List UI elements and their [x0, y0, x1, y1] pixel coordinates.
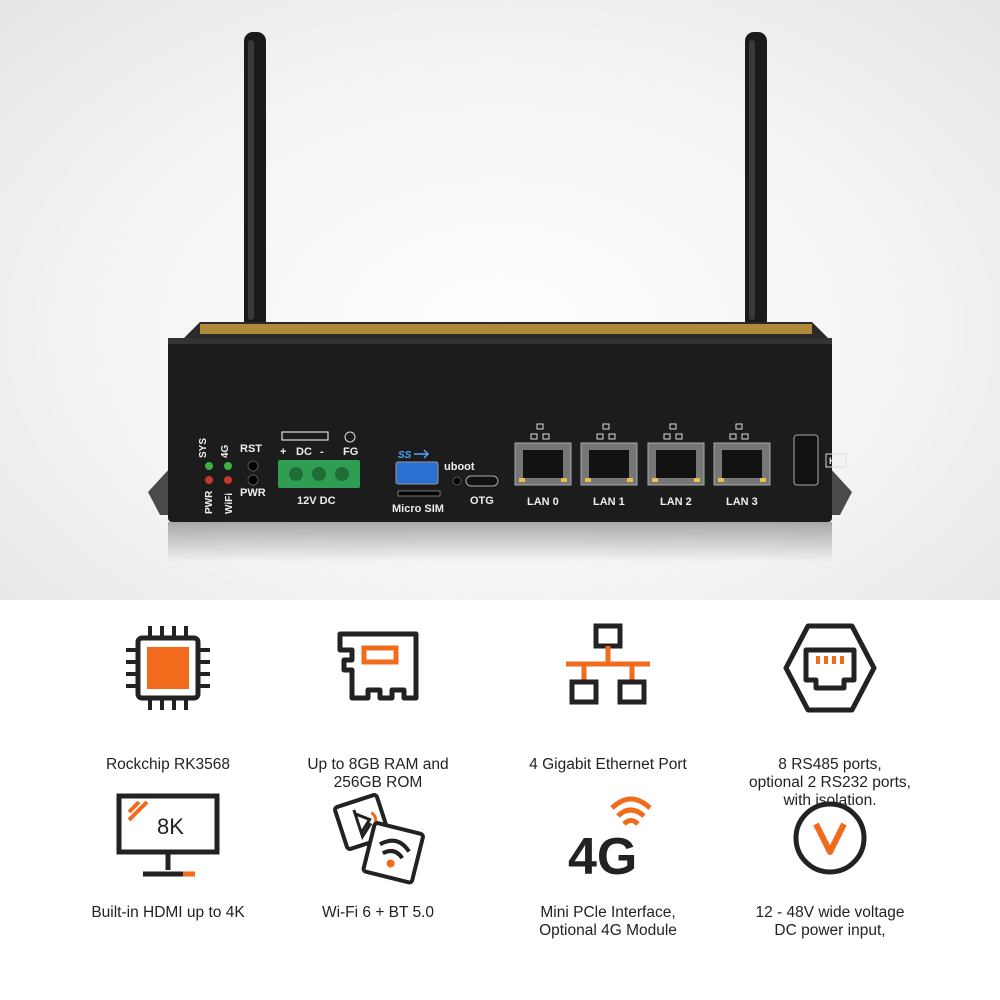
feature-wireless: Wi-Fi 6 + BT 5.0	[268, 790, 488, 922]
usb3-logo-icon: SS	[398, 449, 430, 461]
lan-port-label: LAN 0	[527, 496, 559, 508]
antenna-right-icon	[745, 32, 767, 330]
feature-memory: Up to 8GB RAM and 256GB ROM	[268, 620, 488, 792]
feature-power: 12 - 48V wide voltage DC power input,	[720, 790, 940, 940]
network-small-icon	[663, 423, 683, 440]
feature-cpu: Rockchip RK3568	[58, 620, 278, 774]
8k-badge-text: 8K	[157, 814, 184, 839]
feature-caption: Rockchip RK3568	[105, 756, 231, 773]
feature-caption: Wi-Fi 6 + BT 5.0	[321, 904, 435, 921]
network-small-icon	[729, 423, 749, 440]
rst-label: RST	[240, 443, 262, 455]
uboot-button[interactable]	[452, 476, 462, 486]
4g-led-icon	[224, 462, 232, 470]
dc-label: DC	[296, 446, 312, 458]
led-label-pwr: PWR	[204, 490, 215, 514]
pwr-button-label: PWR	[240, 487, 266, 499]
feature-caption: Up to 8GB RAM and 256GB ROM	[307, 756, 449, 791]
lan-port-1[interactable]: LAN 1	[580, 423, 638, 508]
feature-serial: 8 RS485 ports, optional 2 RS232 ports, w…	[720, 620, 940, 810]
network-small-icon	[530, 423, 550, 440]
hd-label: HD	[829, 456, 842, 466]
dc-plus-label: +	[280, 446, 286, 458]
4g-badge-text: 4G	[568, 828, 637, 886]
usb3-port[interactable]	[395, 461, 439, 485]
hd-badge	[825, 453, 847, 468]
fg-label: FG	[343, 446, 358, 458]
hdmi-port[interactable]	[793, 434, 819, 486]
antenna-left-icon	[244, 32, 266, 330]
sys-led-icon	[205, 462, 213, 470]
lan-port-label: LAN 2	[660, 496, 692, 508]
4g-icon: 4G	[568, 796, 652, 886]
micro-sim-slot[interactable]	[397, 490, 441, 497]
led-label-wifi: WiFi	[224, 493, 235, 514]
dc-minus-label: -	[320, 446, 324, 458]
voltage-icon	[793, 801, 867, 875]
chip-icon	[126, 626, 210, 710]
network-icon	[566, 623, 650, 705]
feature-4g: 4G Mini PCle Interface, Optional 4G Modu…	[498, 790, 718, 940]
gateway-device-image: SYS 4G PWR WiFi RST PWR + DC - FG 12V DC…	[148, 32, 852, 562]
uboot-label: uboot	[444, 461, 475, 473]
dc-terminal-block[interactable]	[278, 460, 360, 488]
memory-icon	[337, 631, 419, 701]
wifi-led-icon	[224, 476, 232, 484]
reset-button[interactable]	[247, 460, 259, 472]
pwr-led-icon	[205, 476, 213, 484]
led-label-sys: SYS	[198, 438, 209, 458]
monitor-8k-icon: 8K	[116, 793, 220, 877]
otg-label: OTG	[470, 495, 494, 507]
lan-port-label: LAN 3	[726, 496, 758, 508]
feature-hdmi: 8K Built-in HDMI up to 4K	[58, 790, 278, 922]
feature-caption: Built-in HDMI up to 4K	[91, 904, 245, 921]
led-label-4g: 4G	[220, 444, 231, 458]
feature-caption: 4 Gigabit Ethernet Port	[529, 756, 687, 773]
dc-voltage-label: 12V DC	[297, 495, 336, 507]
lan-port-3[interactable]: LAN 3	[713, 423, 771, 508]
otg-port[interactable]	[465, 475, 499, 487]
power-button[interactable]	[247, 474, 259, 486]
feature-caption: 12 - 48V wide voltage DC power input,	[755, 904, 905, 939]
lan-port-label: LAN 1	[593, 496, 625, 508]
wifi-bluetooth-icon	[333, 793, 425, 885]
svg-text:SS: SS	[398, 450, 412, 461]
micro-sim-label: Micro SIM	[392, 503, 444, 515]
rj45-port-icon	[783, 623, 877, 713]
network-small-icon	[596, 423, 616, 440]
ground-icon	[344, 431, 356, 443]
feature-caption: Mini PCle Interface, Optional 4G Module	[539, 904, 677, 939]
lan-port-0[interactable]: LAN 0	[514, 423, 572, 508]
feature-grid: Rockchip RK3568 Up to 8GB RAM and 256GB …	[0, 600, 1000, 1000]
lan-port-2[interactable]: LAN 2	[647, 423, 705, 508]
feature-ethernet: 4 Gigabit Ethernet Port	[498, 620, 718, 774]
